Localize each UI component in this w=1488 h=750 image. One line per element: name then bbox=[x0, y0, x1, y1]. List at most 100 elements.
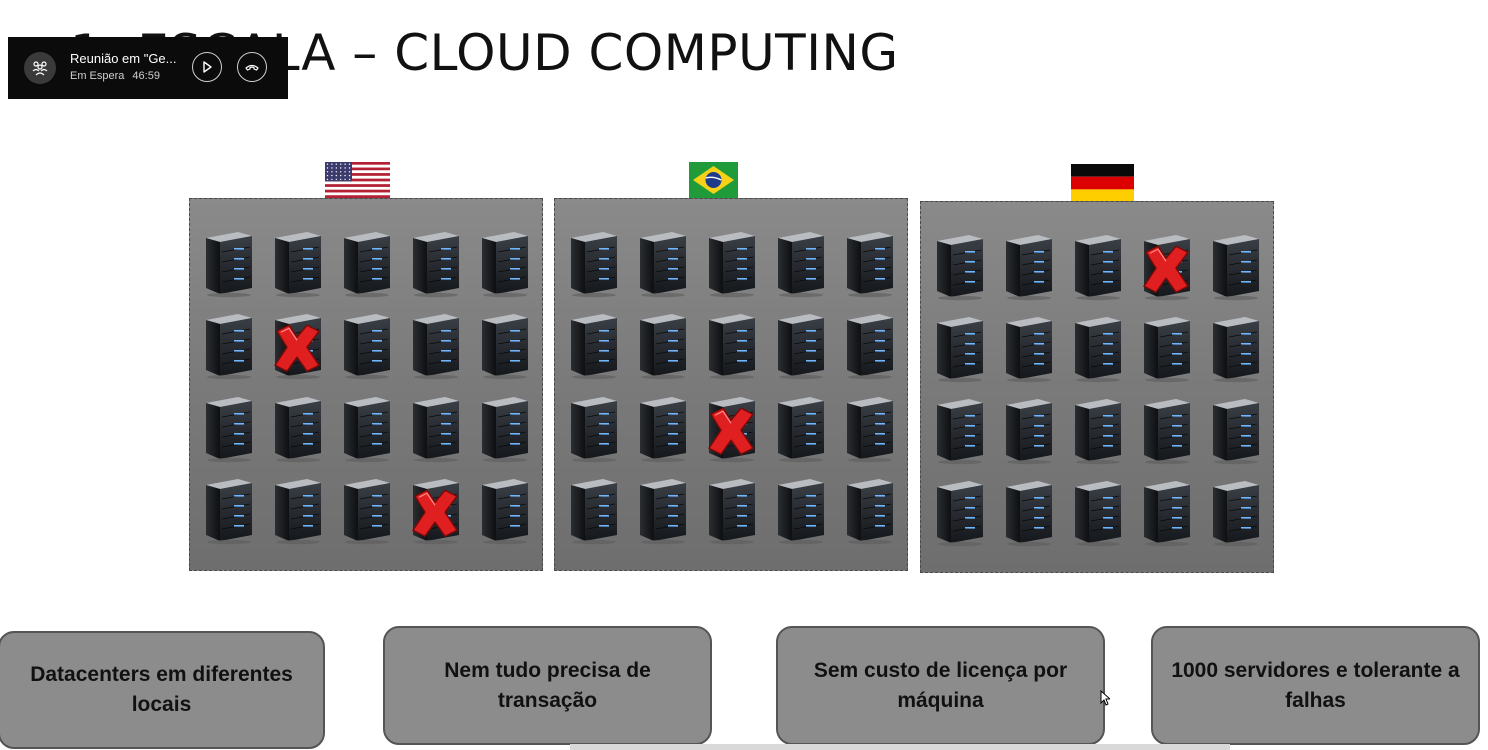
germany-flag bbox=[1071, 164, 1134, 202]
server-icon bbox=[778, 396, 825, 462]
server-icon bbox=[343, 232, 390, 298]
server-icon bbox=[570, 396, 617, 462]
server-rack bbox=[699, 472, 762, 548]
server-rack bbox=[769, 472, 832, 548]
server-rack bbox=[996, 392, 1059, 468]
server-rack bbox=[265, 307, 328, 383]
server-rack bbox=[1204, 228, 1267, 304]
server-icon bbox=[1213, 235, 1260, 301]
server-icon bbox=[205, 232, 252, 298]
server-rack bbox=[334, 472, 397, 548]
server-rack bbox=[996, 474, 1059, 550]
server-rack bbox=[404, 225, 467, 301]
server-icon bbox=[1074, 235, 1121, 301]
server-rack bbox=[334, 307, 397, 383]
meeting-status-label: Em Espera bbox=[70, 70, 125, 82]
bottom-toolbar-edge bbox=[570, 744, 1230, 750]
usa-flag bbox=[325, 162, 390, 198]
server-icon bbox=[1213, 317, 1260, 383]
server-icon bbox=[778, 478, 825, 545]
server-rack bbox=[630, 472, 693, 548]
server-icon bbox=[778, 232, 825, 298]
server-rack bbox=[196, 472, 259, 548]
server-icon bbox=[1005, 399, 1052, 465]
server-rack bbox=[1135, 310, 1198, 386]
server-rack bbox=[265, 225, 328, 301]
server-rack bbox=[927, 228, 990, 304]
feature-label: Datacenters em diferentes locais bbox=[30, 663, 293, 716]
server-rack bbox=[769, 225, 832, 301]
feature-label: Nem tudo precisa de transação bbox=[444, 658, 651, 712]
server-rack bbox=[473, 225, 536, 301]
meeting-title: Reunião em "Ge... bbox=[70, 51, 177, 66]
server-icon bbox=[482, 314, 529, 380]
server-icon bbox=[570, 478, 617, 545]
server-icon bbox=[778, 314, 825, 380]
server-icon bbox=[482, 232, 529, 298]
server-rack bbox=[1135, 392, 1198, 468]
server-rack bbox=[1204, 310, 1267, 386]
server-rack bbox=[699, 307, 762, 383]
datacenter-germany bbox=[920, 201, 1274, 573]
server-icon bbox=[847, 232, 894, 298]
server-icon bbox=[1144, 317, 1191, 383]
server-rack bbox=[769, 307, 832, 383]
server-icon bbox=[639, 396, 686, 462]
failure-x-icon bbox=[274, 324, 320, 373]
server-rack bbox=[404, 307, 467, 383]
server-icon bbox=[1144, 399, 1191, 465]
server-icon bbox=[1144, 481, 1191, 547]
feature-label: 1000 servidores e tolerante a falhas bbox=[1171, 658, 1460, 712]
people-group-icon bbox=[24, 52, 56, 84]
server-icon bbox=[708, 232, 755, 298]
server-rack bbox=[265, 390, 328, 466]
server-icon bbox=[413, 314, 460, 380]
server-grid bbox=[561, 225, 901, 548]
server-rack bbox=[927, 474, 990, 550]
server-rack bbox=[996, 228, 1059, 304]
meeting-call-overlay[interactable]: Reunião em "Ge... Em Espera 46:59 bbox=[8, 37, 288, 99]
server-rack bbox=[1204, 392, 1267, 468]
server-icon bbox=[343, 314, 390, 380]
server-icon bbox=[205, 478, 252, 545]
server-rack bbox=[1065, 392, 1128, 468]
server-rack bbox=[561, 225, 624, 301]
server-icon bbox=[847, 396, 894, 462]
datacenter-brazil bbox=[554, 198, 908, 571]
server-rack bbox=[473, 390, 536, 466]
server-rack bbox=[838, 472, 901, 548]
server-rack bbox=[927, 310, 990, 386]
server-rack bbox=[561, 472, 624, 548]
failure-x-icon bbox=[1143, 245, 1189, 293]
server-rack bbox=[404, 390, 467, 466]
meeting-status: Em Espera 46:59 bbox=[70, 70, 160, 82]
server-icon bbox=[1213, 399, 1260, 465]
server-icon bbox=[708, 314, 755, 380]
server-icon bbox=[936, 317, 983, 383]
server-rack bbox=[838, 225, 901, 301]
server-rack bbox=[1065, 474, 1128, 550]
server-rack bbox=[561, 307, 624, 383]
server-rack bbox=[996, 310, 1059, 386]
feature-box-datacenters: Datacenters em diferentes locais bbox=[0, 631, 325, 749]
server-icon bbox=[1074, 399, 1121, 465]
server-icon bbox=[274, 396, 321, 462]
resume-call-button[interactable] bbox=[192, 52, 222, 82]
meeting-elapsed-time: 46:59 bbox=[132, 70, 160, 82]
server-rack bbox=[334, 390, 397, 466]
failure-x-icon bbox=[412, 489, 458, 537]
server-icon bbox=[1005, 235, 1052, 301]
server-rack bbox=[838, 307, 901, 383]
server-rack bbox=[196, 225, 259, 301]
server-icon bbox=[274, 232, 321, 298]
server-icon bbox=[1213, 481, 1260, 547]
mouse-cursor-icon bbox=[1100, 690, 1110, 706]
server-rack bbox=[473, 307, 536, 383]
server-rack bbox=[1065, 310, 1128, 386]
server-rack bbox=[769, 390, 832, 466]
server-rack bbox=[196, 390, 259, 466]
hang-up-button[interactable] bbox=[237, 52, 267, 82]
server-rack bbox=[699, 225, 762, 301]
server-icon bbox=[205, 396, 252, 462]
server-icon bbox=[343, 396, 390, 462]
